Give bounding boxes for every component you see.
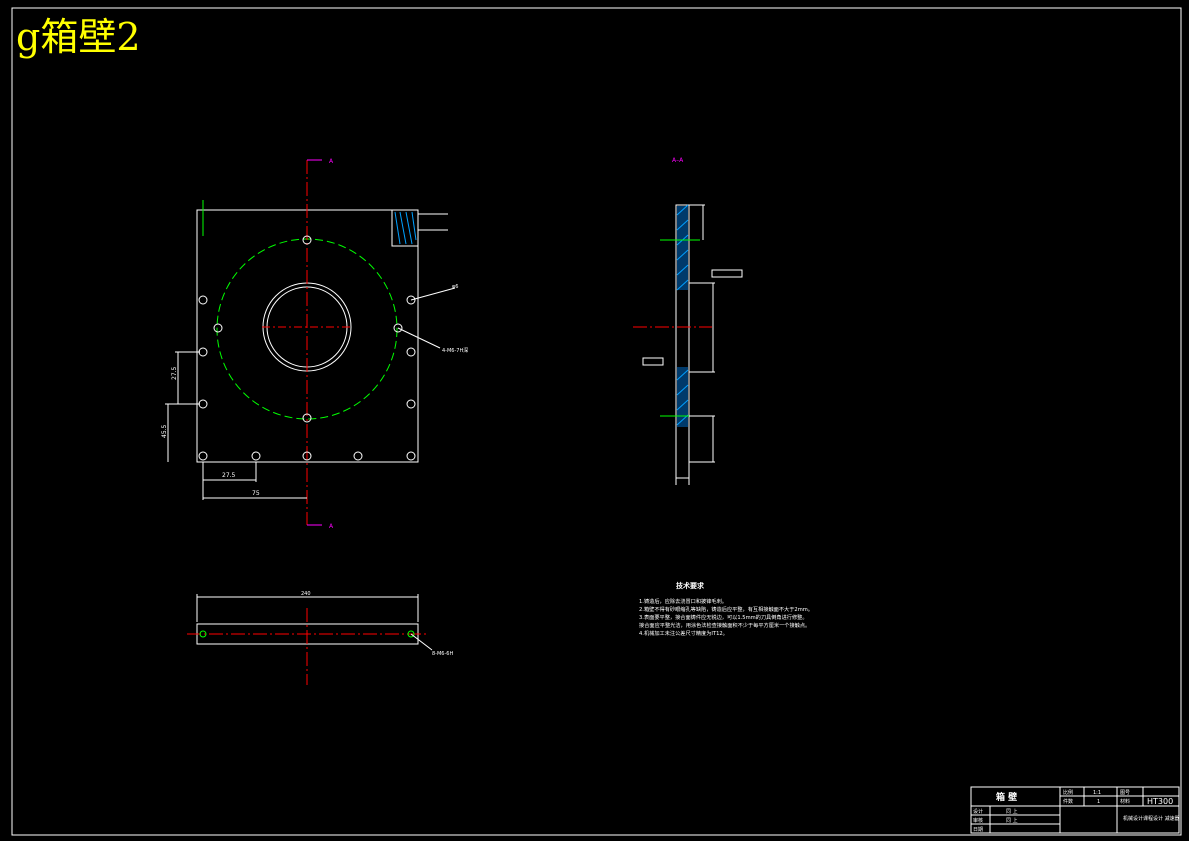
tech-item-5: 4.机械加工未注公差尺寸精度为IT12。 [639, 629, 728, 637]
section-hatch-bottom [677, 367, 688, 427]
side-width-label: 240 [301, 591, 311, 597]
plan-note-2: φ6 [452, 284, 458, 290]
tb-qty-label: 件数 [1063, 798, 1073, 805]
title-block [970, 786, 1180, 834]
tb-part-name: 箱 壁 [996, 791, 1017, 803]
corner-section [391, 209, 419, 247]
dim-left-lower: 45.5 [161, 424, 168, 438]
tb-row-check: 审核 [973, 817, 983, 824]
tb-material-value: HT300 [1147, 797, 1173, 806]
corner-hatch [394, 211, 417, 245]
section-body [675, 204, 690, 479]
section-title: A–A [672, 157, 684, 164]
section-dimensions [642, 204, 743, 485]
tb-scale-label: 比例 [1063, 789, 1073, 796]
section-view [633, 204, 743, 485]
plan-view [165, 159, 456, 526]
tb-material-label: 材料 [1120, 798, 1130, 805]
plan-hole-note: 4-M6-7H深 [442, 347, 468, 354]
side-hole-note: 8-M6-6H [432, 651, 453, 657]
section-hatch-top [677, 206, 688, 290]
tech-item-1: 1.铸造后，应除去浇冒口和披锋毛刺。 [639, 597, 727, 605]
sheet-border [11, 7, 1182, 836]
dim-bottom-short: 27.5 [222, 472, 236, 479]
tb-school: 机械设计课程设计 减速器 [1123, 815, 1180, 822]
side-view [187, 594, 433, 685]
drawing-title: g箱壁2 [16, 15, 141, 59]
dim-bottom-long: 75 [252, 490, 260, 497]
plan-section-mark-top: A [329, 158, 334, 165]
tech-item-3: 3.表面要平整，接合面铸件应无锐边，可以1.5mm的刀具倒角进行修整。 [639, 613, 808, 621]
dim-left-upper: 27.5 [171, 366, 178, 380]
tb-scale-value: 1:1 [1093, 790, 1101, 796]
side-hole-left [199, 630, 207, 638]
side-hole-right [407, 630, 415, 638]
tb-signer-1: 同 上 [1006, 808, 1018, 815]
section-arrows [307, 159, 322, 526]
tb-sheet-label: 图号 [1120, 790, 1130, 796]
plan-holes [198, 235, 416, 461]
tech-item-4: 接合面应平整光洁，用涂色法检查接触面积不少于每平方厘米一个接触点。 [639, 621, 810, 629]
tech-item-2: 2.箱壁不得有砂眼缩孔等缺陷，铸造后应平整，有互相接触面不大于2mm。 [639, 605, 813, 613]
plan-section-mark-bottom: A [329, 523, 334, 530]
tech-heading: 技术要求 [676, 581, 705, 590]
tb-qty-value: 1 [1097, 799, 1100, 805]
tb-row-design: 设计 [973, 808, 983, 815]
tb-row-date: 日期 [973, 827, 983, 833]
plan-dimensions [165, 213, 456, 500]
tb-signer-2: 同 上 [1006, 817, 1018, 824]
